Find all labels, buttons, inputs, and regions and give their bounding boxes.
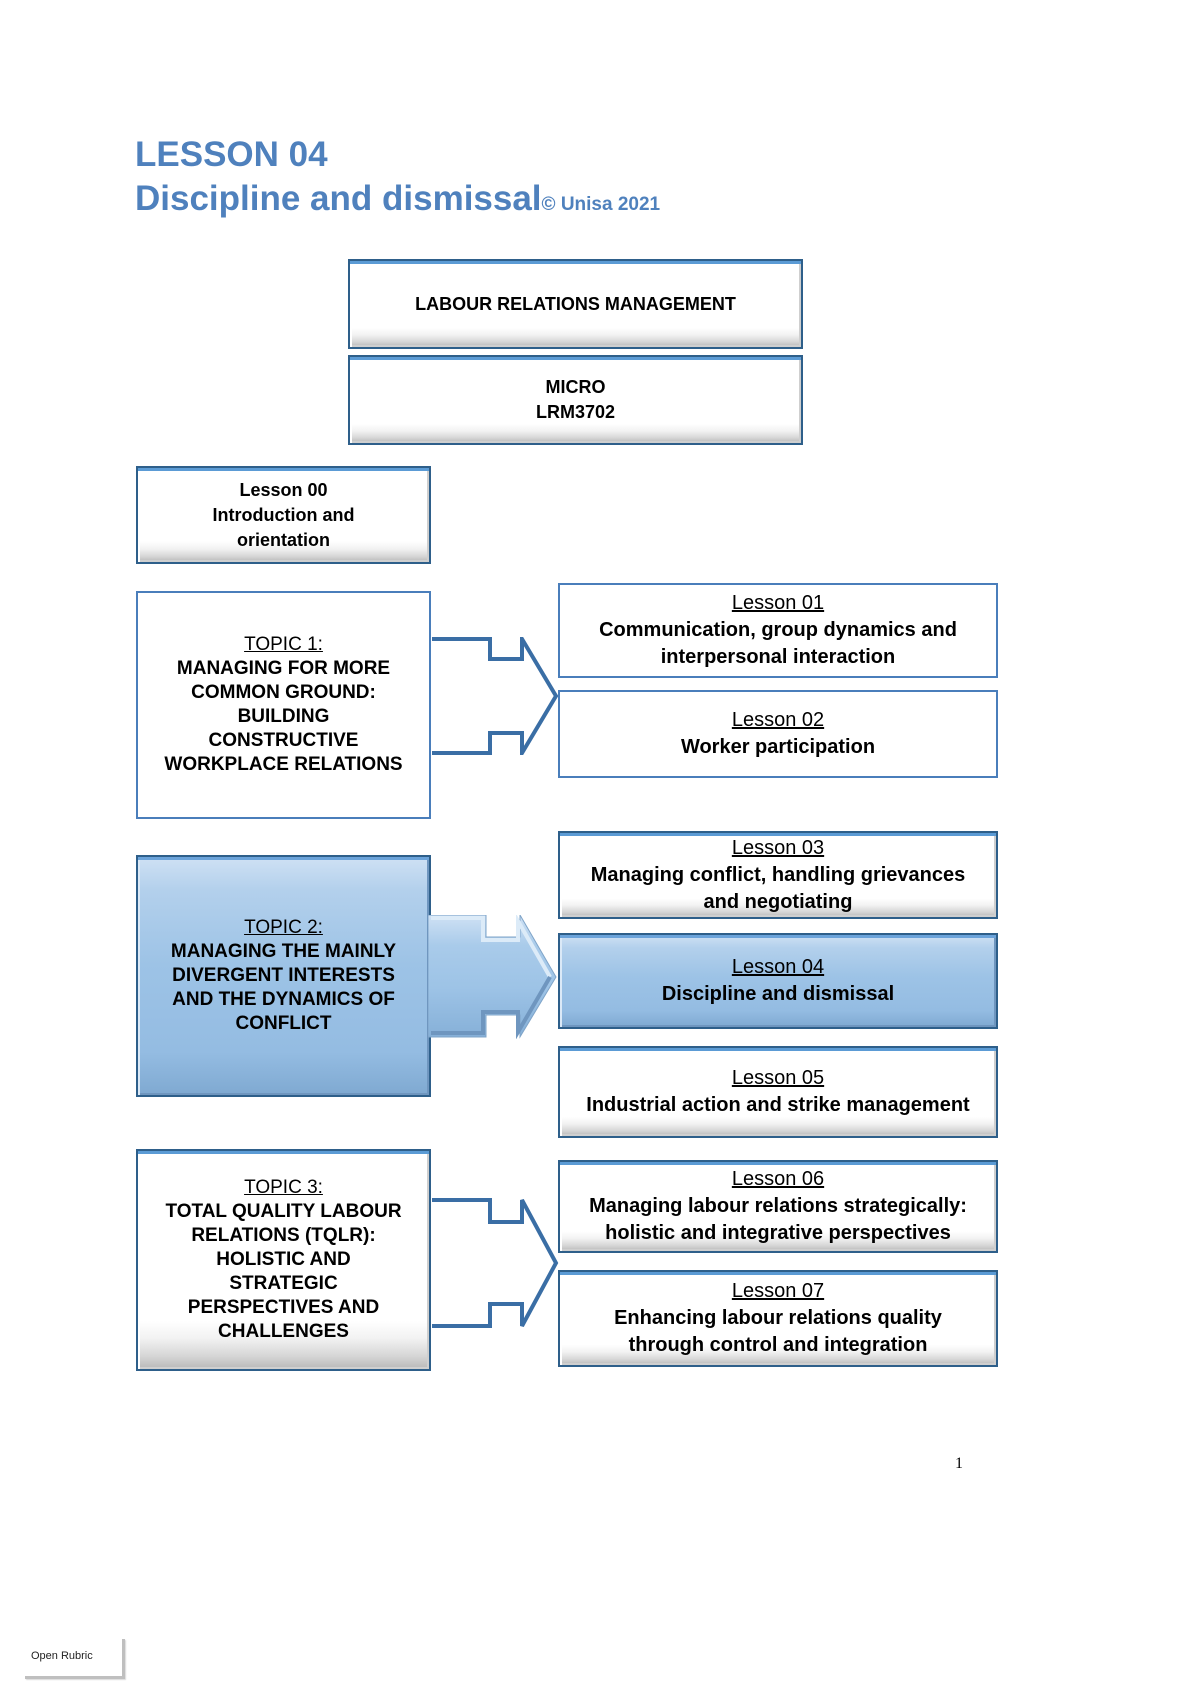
topic-3-line-6: CHALLENGES bbox=[218, 1321, 349, 1342]
lesson-03-line2: and negotiating bbox=[703, 890, 853, 913]
topic-1-line-5: WORKPLACE RELATIONS bbox=[164, 754, 403, 775]
lesson-05-box: Lesson 05 Industrial action and strike m… bbox=[558, 1046, 998, 1138]
topic-2-line-3: AND THE DYNAMICS OF bbox=[172, 989, 395, 1010]
lesson-06-box: Lesson 06 Managing labour relations stra… bbox=[558, 1160, 998, 1253]
lesson-00-heading: Lesson 00 bbox=[239, 479, 328, 500]
module-code-label: LRM3702 bbox=[535, 402, 616, 422]
topic-3-box: TOPIC 3: TOTAL QUALITY LABOUR RELATIONS … bbox=[136, 1149, 431, 1371]
topic-3-line-4: STRATEGIC bbox=[229, 1273, 338, 1294]
lesson-03-line1: Managing conflict, handling grievances bbox=[590, 863, 966, 886]
module-title-label: LABOUR RELATIONS MANAGEMENT bbox=[415, 293, 736, 314]
topic-3-arrow bbox=[430, 1198, 560, 1328]
lesson-03-heading: Lesson 03 bbox=[731, 836, 825, 859]
lesson-05-heading: Lesson 05 bbox=[731, 1067, 825, 1089]
topic-1-arrow bbox=[430, 637, 560, 755]
right-arrow-icon bbox=[432, 1198, 559, 1328]
title-lesson-name: Discipline and dismissal© Unisa 2021 bbox=[135, 177, 1035, 227]
right-arrow-icon bbox=[428, 915, 557, 1039]
lesson-04-heading: Lesson 04 bbox=[731, 956, 825, 978]
topic-1-line-1: MANAGING FOR MORE bbox=[176, 658, 391, 679]
page-title: LESSON 04 Discipline and dismissal© Unis… bbox=[135, 133, 1035, 227]
lesson-04-line1: Discipline and dismissal bbox=[661, 983, 895, 1005]
lesson-00-box: Lesson 00 Introduction and orientation bbox=[136, 466, 431, 564]
topic-2-line-2: DIVERGENT INTERESTS bbox=[172, 965, 395, 986]
lesson-07-line2: through control and integration bbox=[628, 1334, 928, 1356]
topic-1-heading: TOPIC 1: bbox=[244, 634, 323, 655]
lesson-02-heading: Lesson 02 bbox=[731, 709, 825, 731]
topic-2-line-1: MANAGING THE MAINLY bbox=[170, 941, 397, 962]
lesson-01-heading: Lesson 01 bbox=[731, 592, 825, 614]
lesson-03-box: Lesson 03 Managing conflict, handling gr… bbox=[558, 831, 998, 919]
title-lesson-number: LESSON 04 bbox=[135, 135, 328, 174]
lesson-07-line1: Enhancing labour relations quality bbox=[614, 1307, 942, 1329]
topic-3-line-5: PERSPECTIVES AND bbox=[187, 1297, 380, 1318]
module-code-box: MICRO LRM3702 bbox=[348, 355, 803, 445]
lesson-06-line1: Managing labour relations strategically: bbox=[589, 1195, 967, 1217]
topic-2-heading: TOPIC 2: bbox=[244, 917, 323, 938]
lesson-07-heading: Lesson 07 bbox=[731, 1280, 825, 1302]
topic-3-heading: TOPIC 3: bbox=[244, 1177, 323, 1198]
lesson-07-box: Lesson 07 Enhancing labour relations qua… bbox=[558, 1270, 998, 1367]
page-number: 1 bbox=[955, 1455, 963, 1472]
lesson-00-line1: Introduction and bbox=[212, 504, 355, 525]
lesson-01-box: Lesson 01 Communication, group dynamics … bbox=[558, 583, 998, 678]
topic-1-line-2: COMMON GROUND: bbox=[191, 682, 376, 703]
topic-2-line-4: CONFLICT bbox=[235, 1013, 332, 1034]
lesson-06-line2: holistic and integrative perspectives bbox=[605, 1222, 951, 1244]
topic-1-line-4: CONSTRUCTIVE bbox=[208, 730, 359, 751]
title-lesson-name-text: Discipline and dismissal bbox=[135, 179, 542, 218]
module-title-box: LABOUR RELATIONS MANAGEMENT bbox=[348, 259, 803, 349]
topic-3-line-3: HOLISTIC AND bbox=[216, 1249, 351, 1270]
lesson-00-line2: orientation bbox=[237, 529, 330, 550]
topic-1-line-3: BUILDING bbox=[237, 706, 330, 727]
lesson-02-box: Lesson 02 Worker participation bbox=[558, 690, 998, 778]
open-rubric-label: Open Rubric bbox=[31, 1650, 93, 1662]
module-level-label: MICRO bbox=[545, 377, 606, 397]
lesson-04-box: Lesson 04 Discipline and dismissal bbox=[558, 933, 998, 1029]
lesson-01-line1: Communication, group dynamics and bbox=[599, 619, 957, 641]
topic-2-box: TOPIC 2: MANAGING THE MAINLY DIVERGENT I… bbox=[136, 855, 431, 1097]
topic-3-line-2: RELATIONS (TQLR): bbox=[191, 1225, 376, 1246]
lesson-05-line1: Industrial action and strike management bbox=[586, 1094, 970, 1116]
topic-2-arrow bbox=[428, 915, 558, 1039]
right-arrow-icon bbox=[432, 637, 559, 755]
topic-1-box: TOPIC 1: MANAGING FOR MORE COMMON GROUND… bbox=[136, 591, 431, 819]
topic-3-line-1: TOTAL QUALITY LABOUR bbox=[165, 1201, 402, 1222]
lesson-01-line2: interpersonal interaction bbox=[660, 646, 896, 668]
copyright-notice: © Unisa 2021 bbox=[541, 194, 661, 215]
open-rubric-button[interactable]: Open Rubric bbox=[22, 1636, 122, 1676]
lesson-06-heading: Lesson 06 bbox=[731, 1168, 825, 1190]
lesson-02-line1: Worker participation bbox=[680, 736, 876, 758]
